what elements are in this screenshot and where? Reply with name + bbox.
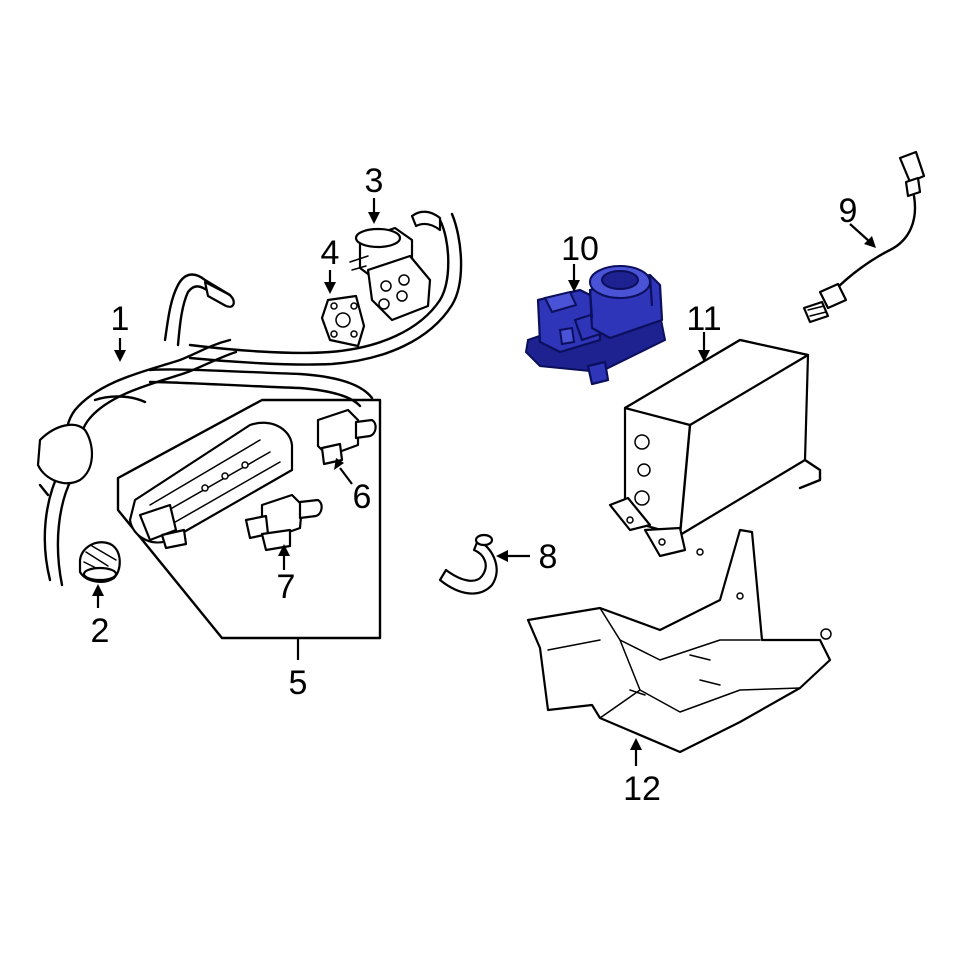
callout-5: 5 [289, 664, 308, 702]
part-2-fitting[interactable] [78, 541, 121, 583]
callout-2: 2 [91, 612, 110, 650]
part-3-egr-valve[interactable] [349, 226, 432, 322]
callout-11: 11 [686, 300, 721, 338]
part-9-sensor[interactable] [802, 150, 926, 324]
part-11-canister[interactable] [608, 338, 822, 558]
leader-arrows [92, 198, 876, 766]
part-10-vacuum-pump-highlighted[interactable] [524, 265, 667, 386]
callout-labels: 1 2 3 4 5 6 7 8 9 10 11 12 [91, 162, 858, 808]
part-4-gasket[interactable] [320, 294, 366, 348]
callout-9: 9 [839, 192, 858, 230]
part-1-hose-harness[interactable] [36, 210, 463, 587]
part-12-bracket[interactable] [526, 528, 832, 754]
part-7-solenoid-valve[interactable] [244, 493, 323, 552]
callout-7: 7 [277, 568, 296, 606]
part-5-solenoid-assembly-box[interactable] [116, 398, 382, 640]
part-8-hose[interactable] [438, 533, 498, 595]
callout-3: 3 [365, 162, 384, 200]
callout-1: 1 [111, 300, 130, 338]
callout-8: 8 [539, 538, 558, 576]
callout-4: 4 [321, 234, 340, 272]
callout-12: 12 [623, 770, 661, 808]
callout-10: 10 [561, 230, 599, 268]
callout-6: 6 [353, 478, 372, 516]
part-6-solenoid[interactable] [316, 408, 377, 466]
